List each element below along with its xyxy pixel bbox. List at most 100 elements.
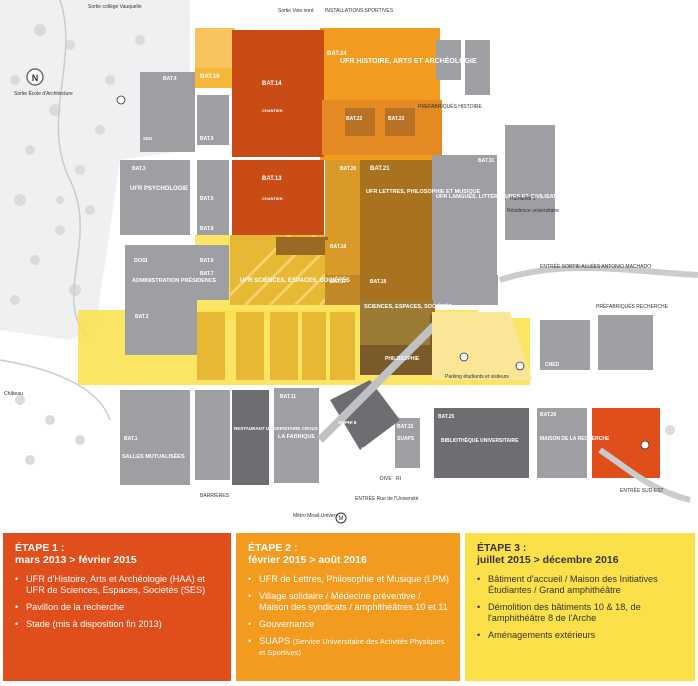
label-ufr-psychologie: UFR PSYCHOLOGIE	[130, 186, 188, 192]
legend-etape2: ÉTAPE 2 : février 2015 > août 2016 UFR d…	[236, 533, 460, 681]
label-vauquelin: Sortie collège Vauquelin	[88, 4, 142, 10]
parking-icon	[459, 352, 469, 362]
label-architecture: Sortie École d'Architecture	[14, 90, 73, 97]
label-cned: CNED	[545, 362, 560, 368]
label-chantier-14: CHANTIER	[262, 108, 283, 113]
label-sortie-nord: Sortie Voie nord	[278, 8, 314, 14]
park-path	[57, 0, 91, 341]
park-path	[0, 359, 111, 421]
parking-area	[432, 312, 532, 380]
label-entree-univ: ENTRÉE Rue de l'Université	[355, 495, 419, 502]
legend-etape1: ÉTAPE 1 : mars 2013 > février 2015 UFR d…	[3, 533, 231, 681]
label-bat18: BAT.18	[370, 279, 387, 285]
etape1-item: UFR d'Histoire, Arts et Archéologie (HAA…	[15, 574, 221, 596]
label-prefab-histoire: PRÉFABRIQUÉS HISTOIRE	[418, 103, 482, 110]
etape3-title: ÉTAPE 3 :	[477, 542, 527, 554]
label-bat26: BAT.26	[540, 412, 557, 418]
label-bat31: BAT.31	[478, 158, 495, 164]
label-entree-ouest: ENTRÉE SORTIE ALLÉES ANTONIO MACHADO	[540, 263, 651, 270]
compass-icon	[26, 68, 44, 86]
bat17	[325, 275, 360, 305]
label-bat1: BAT.1	[124, 436, 138, 442]
plaza-grid	[197, 312, 355, 380]
label-sciences-2: SCIENCES, ESPACES, SOCIÉTÉS	[364, 302, 452, 310]
diagonal-path	[317, 317, 443, 443]
label-restaurant: RESTAURANT UNIVERSITAIRE CROUS	[234, 426, 318, 431]
label-bat7: BAT.7	[200, 271, 214, 277]
label-ri: RI	[396, 476, 401, 482]
label-bat10: BAT.10	[200, 74, 220, 80]
parking-icon	[640, 440, 650, 450]
bat23-inner	[385, 108, 415, 136]
svg-text:N: N	[32, 73, 39, 83]
label-bat22: BAT.22	[346, 116, 363, 122]
parking-icon	[515, 361, 525, 371]
etape1-dates: mars 2013 > février 2015	[15, 554, 137, 566]
amphi8-arche	[330, 380, 400, 450]
etape3-item: Bâtiment d'accueil / Maison des Initiati…	[477, 574, 685, 596]
label-bat8: BAT.8	[200, 226, 214, 232]
label-ufr-lettres: UFR LETTRES, PHILOSOPHIE ET MUSIQUE	[366, 189, 481, 195]
bat14	[232, 30, 324, 157]
legend-etape3: ÉTAPE 3 : juillet 2015 > décembre 2016 B…	[465, 533, 695, 681]
label-install-sportives: INSTALLATIONS SPORTIVES	[325, 8, 394, 14]
label-bat6: BAT.6	[200, 258, 214, 264]
road	[499, 265, 698, 283]
label-ufr-sciences: UFR SCIENCES, ESPACES, SOCIÉTÉS	[240, 276, 350, 284]
label-bat20: BAT.20	[340, 166, 357, 172]
label-bat23: BAT.23	[388, 116, 405, 122]
restaurant-bloc	[232, 390, 269, 485]
etape2-item: Village solidaire / Médecine préventive …	[248, 591, 450, 613]
bat15	[395, 418, 420, 468]
label-bat3: BAT.3	[132, 166, 146, 172]
label-bat9: BAT.9	[200, 136, 214, 142]
label-bibliotheque: BIBLIOTHÈQUE UNIVERSITAIRE	[441, 436, 519, 444]
bat22-23	[322, 100, 442, 155]
etape2-suaps: SUAPS	[259, 636, 291, 646]
bat13	[232, 160, 324, 235]
label-amphi9: AMPHI 9	[361, 446, 380, 451]
etape1-item: Pavillon de la recherche	[15, 602, 221, 613]
label-dosi: DOSI	[134, 258, 148, 264]
etape1-stade	[592, 408, 660, 478]
bat21	[360, 160, 435, 275]
label-humanite1: Humanité 1	[510, 196, 536, 202]
label-residence1: Résidence universitaire	[507, 208, 559, 214]
label-salles-mutualisees: SALLES MUTUALISÉES	[122, 452, 185, 460]
label-entree-sud-est: ENTRÉE SUD-EST	[620, 487, 664, 494]
label-la-fabrique: LA FABRIQUE	[278, 434, 315, 440]
etape3-item: Démolition des bâtiments 10 & 18, de l'a…	[477, 602, 685, 624]
label-bat13: BAT.13	[262, 176, 282, 182]
etape1-title: ÉTAPE 1 :	[15, 542, 65, 554]
label-bat14: BAT.14	[262, 81, 282, 87]
lettres-anciennes	[276, 237, 328, 255]
label-bat11: BAT.11	[280, 394, 296, 400]
etape2-title: ÉTAPE 2 :	[248, 542, 298, 554]
parking-icon	[116, 95, 126, 105]
label-administration: ADMINISTRATION PRÉSIDENCE	[132, 276, 217, 284]
etape2-dates: février 2015 > août 2016	[248, 554, 367, 566]
label-chateau: Château	[4, 391, 23, 397]
etape3-item: Aménagements extérieurs	[477, 630, 685, 641]
etape2-item-suaps: SUAPS (Service Universitaire des Activit…	[248, 636, 450, 658]
bat20	[325, 160, 360, 240]
bat22-inner	[345, 108, 375, 136]
label-ufr-langues: UFR LANGUES, LITTÉRATURES ET CIVILISATIO…	[436, 192, 610, 200]
etape2-suaps-note: (Service Universitaire des Activités Phy…	[259, 637, 445, 657]
label-parking: Parking étudiants et visiteurs	[445, 374, 509, 380]
label-bat5: BAT.5	[200, 196, 214, 202]
label-prefab-recherche: PRÉFABRIQUÉS RECHERCHE	[596, 303, 669, 310]
label-bat24: BAT.24	[327, 51, 347, 57]
gray-buildings	[120, 40, 653, 485]
bibliotheque-bloc	[434, 408, 529, 478]
road	[598, 447, 691, 503]
etape3-dates: juillet 2015 > décembre 2016	[477, 554, 619, 566]
label-bat4: BAT.4	[163, 76, 177, 82]
label-bat19: BAT.19	[330, 244, 347, 250]
label-ufr-histoire: UFR HISTOIRE, ARTS ET ARCHÉOLOGIE	[340, 56, 477, 65]
etape1-item: Stade (mis à disposition fin 2013)	[15, 619, 221, 630]
bat19	[325, 240, 360, 275]
label-bat15: BAT.15	[397, 424, 414, 430]
label-maison-recherche: MAISON DE LA RECHERCHE	[540, 436, 610, 442]
label-sed: SED	[143, 136, 153, 141]
